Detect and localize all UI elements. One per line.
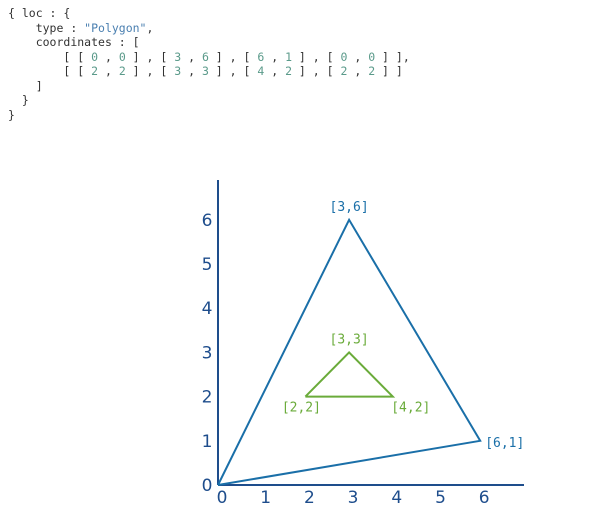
code-punct: [ [ <box>63 64 92 78</box>
code-line: ] <box>8 79 410 94</box>
code-punct: ] , [ <box>208 49 258 64</box>
code-punct: ] ] <box>375 64 403 78</box>
code-punct: ] ], <box>375 49 410 64</box>
code-punct: { loc : { <box>8 6 71 20</box>
vertex-label: [4,2] <box>391 401 430 416</box>
vertex-label: [2,2] <box>282 401 321 416</box>
code-number: 0 <box>368 49 376 64</box>
x-tick-label: 6 <box>479 488 490 508</box>
code-punct: , <box>347 49 369 64</box>
inner-polygon <box>304 350 396 398</box>
vertex-labels: [3,6] [6,1] [3,3] [2,2] [4,2] <box>282 200 525 451</box>
axes <box>217 180 524 486</box>
code-line: } <box>8 108 410 123</box>
code-number: 0 <box>118 49 126 64</box>
code-number: 3 <box>201 64 209 78</box>
x-tick-label: 2 <box>304 488 315 508</box>
y-tick-label: 0 <box>202 476 213 496</box>
code-snippet: { loc : { type : "Polygon", coordinates … <box>8 6 410 122</box>
x-tick-label: 3 <box>348 488 359 508</box>
code-punct: [ [ <box>63 49 92 64</box>
y-tick-label: 6 <box>202 211 213 231</box>
code-punct: , <box>347 64 369 78</box>
x-tick-label: 4 <box>391 488 402 508</box>
code-punct: } <box>8 107 15 122</box>
y-tick-label: 2 <box>202 388 213 408</box>
x-tick-label: 1 <box>260 488 271 508</box>
code-number: 2 <box>118 64 126 78</box>
vertex-label: [6,1] <box>485 436 524 451</box>
code-punct: , <box>264 64 286 78</box>
y-tick-label: 5 <box>202 255 213 275</box>
code-number: 3 <box>174 49 182 64</box>
code-punct: , <box>181 49 202 64</box>
code-line: type : "Polygon", <box>8 21 410 36</box>
code-number: 1 <box>285 49 292 64</box>
code-punct: , <box>98 49 119 64</box>
code-number: 2 <box>285 64 292 78</box>
code-punct: ] , [ <box>125 49 175 64</box>
vertex-label: [3,3] <box>330 332 369 347</box>
code-line: { loc : { <box>8 6 410 21</box>
x-tick-label: 5 <box>435 488 446 508</box>
outer-polygon-group <box>217 217 482 486</box>
code-punct: coordinates : [ <box>35 35 140 49</box>
code-number: 6 <box>257 49 265 64</box>
code-line: [ [ 0 , 0 ] , [ 3 , 6 ] , [ 6 , 1 ] , [ … <box>8 49 410 65</box>
code-punct: , <box>98 64 119 78</box>
code-punct: ] , [ <box>125 64 175 78</box>
code-line: [ [ 2 , 2 ] , [ 3 , 3 ] , [ 4 , 2 ] , [ … <box>8 64 410 79</box>
code-number: 0 <box>340 49 348 64</box>
code-punct: } <box>21 93 29 107</box>
code-string: "Polygon" <box>84 20 147 35</box>
code-number: 2 <box>368 64 376 78</box>
code-punct: , <box>264 49 286 64</box>
code-line: } <box>8 93 410 108</box>
y-tick-label: 4 <box>202 299 213 319</box>
code-number: 3 <box>174 64 182 78</box>
y-tick-label: 1 <box>202 432 213 452</box>
code-number: 0 <box>91 49 99 64</box>
code-punct: ] , [ <box>292 64 341 78</box>
outer-polygon <box>217 217 482 486</box>
code-number: 6 <box>201 49 209 64</box>
code-punct: , <box>181 64 202 78</box>
x-tick-label: 0 <box>217 488 228 508</box>
code-number: 4 <box>257 64 265 78</box>
axis-ticks: 0 1 2 3 4 5 6 0 1 2 3 4 5 6 <box>202 211 490 508</box>
code-punct: , <box>146 20 154 35</box>
inner-polygon-group <box>304 350 396 398</box>
code-line: coordinates : [ <box>8 35 410 50</box>
code-punct: ] , [ <box>208 64 258 78</box>
y-tick-label: 3 <box>202 343 213 363</box>
code-punct: ] , [ <box>292 49 341 64</box>
code-number: 2 <box>340 64 348 78</box>
code-punct: ] <box>35 78 43 93</box>
vertex-label: [3,6] <box>330 200 369 215</box>
code-punct: type : <box>35 20 85 35</box>
code-number: 2 <box>91 64 99 78</box>
